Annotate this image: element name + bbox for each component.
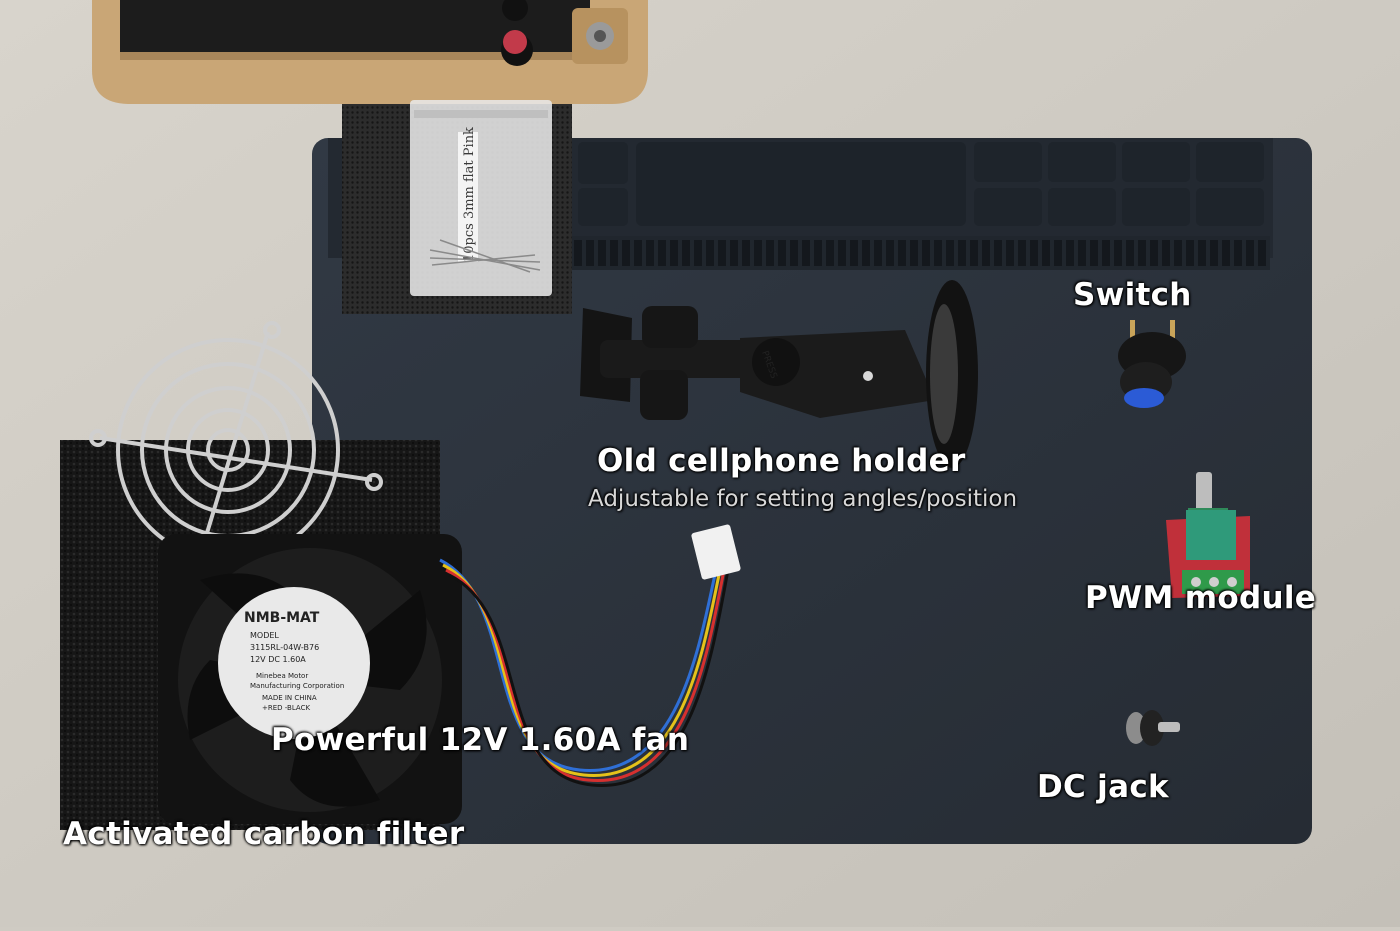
mat-grid-cell (826, 240, 834, 266)
mat-grid-cell (862, 240, 870, 266)
mat-grid-cell (1054, 240, 1062, 266)
mat-grid-cell (1090, 240, 1098, 266)
dc-jack-label: DC jack (1037, 769, 1169, 805)
cellphone-holder-sublabel: Adjustable for setting angles/position (588, 486, 1018, 512)
dc-jack-graphic (1126, 710, 1180, 746)
mat-grid-cell (790, 240, 798, 266)
mat-grid-cell (838, 240, 846, 266)
mat-grid-cell (694, 240, 702, 266)
carbon-filter-label: Activated carbon filter (63, 816, 465, 852)
mat-grid-cell (586, 240, 594, 266)
mat-grid-cell (682, 240, 690, 266)
mat-grid-cell (1078, 240, 1086, 266)
fan-sticker-line5: Manufacturing Corporation (250, 682, 344, 690)
mat-grid-cell (1246, 240, 1254, 266)
mat-grid-cell (910, 240, 918, 266)
silicone-work-mat (312, 138, 1312, 844)
mat-grid-cell (1150, 240, 1158, 266)
led-package-label: 10pcs 3mm flat Pink (462, 127, 477, 262)
mat-grid-cell (706, 240, 714, 266)
switch-graphic (1118, 320, 1186, 408)
cellphone-holder-label: Old cellphone holder (597, 443, 966, 479)
fan-sticker-line3: 12V DC 1.60A (250, 655, 306, 664)
mat-grid-cell (982, 240, 990, 266)
mat-grid-cell (1126, 240, 1134, 266)
mat-grid-cell (898, 240, 906, 266)
mat-grid-cell (946, 240, 954, 266)
mat-grid-cell (814, 240, 822, 266)
cellphone-holder-graphic: PRESS (580, 280, 978, 468)
mat-grid-cell (778, 240, 786, 266)
mat-grid-cell (646, 240, 654, 266)
fan-sticker-line6: MADE IN CHINA (262, 694, 317, 702)
mat-grid-cell (610, 240, 618, 266)
wooden-box (92, 0, 648, 104)
fan-graphic: NMB-MAT MODEL 3115RL-04W-B76 12V DC 1.60… (158, 534, 462, 824)
mat-grid-cell (658, 240, 666, 266)
mat-grid-cell (922, 240, 930, 266)
mat-grid-cell (886, 240, 894, 266)
fan-sticker-brand: NMB-MAT (244, 610, 320, 626)
mat-grid-cell (718, 240, 726, 266)
mat-grid-cell (730, 240, 738, 266)
pwm-module-graphic (1166, 472, 1250, 598)
mat-grid-cell (970, 240, 978, 266)
mat-grid-cell (766, 240, 774, 266)
mat-grid-cell (1030, 240, 1038, 266)
mat-grid-cell (1018, 240, 1026, 266)
mat-grid-cell (670, 240, 678, 266)
mat-grid-cell (598, 240, 606, 266)
mat-grid-cell (1186, 240, 1194, 266)
mat-grid-cell (958, 240, 966, 266)
mat-grid-cell (1162, 240, 1170, 266)
switch-label: Switch (1073, 277, 1192, 313)
mat-grid-cell (802, 240, 810, 266)
mat-grid-cell (574, 240, 582, 266)
pwm-module-label: PWM module (1085, 580, 1317, 616)
mat-grid-cell (850, 240, 858, 266)
mat-grid-cell (1258, 240, 1266, 266)
mat-grid-cell (1198, 240, 1206, 266)
mat-grid-cell (934, 240, 942, 266)
mat-grid-cell (742, 240, 750, 266)
mat-grid-cell (1006, 240, 1014, 266)
mat-grid-cell (1138, 240, 1146, 266)
mat-grid-cell (994, 240, 1002, 266)
fan-sticker-line4: Minebea Motor (256, 672, 308, 680)
mat-grid-cell (1102, 240, 1110, 266)
led-package: 10pcs 3mm flat Pink (410, 100, 552, 296)
fan-connector (691, 524, 741, 580)
mat-grid-cell (622, 240, 630, 266)
mat-grid-cell (1066, 240, 1074, 266)
mat-grid-cell (1114, 240, 1122, 266)
mat-grid-cell (1174, 240, 1182, 266)
fan-sticker-line1: MODEL (250, 631, 279, 640)
mat-grid-cell (874, 240, 882, 266)
fan-label: Powerful 12V 1.60A fan (271, 722, 690, 758)
mat-grid-cell (634, 240, 642, 266)
mat-grid-cell (1042, 240, 1050, 266)
fan-wires (439, 558, 730, 787)
mat-grid-cell (754, 240, 762, 266)
fan-sticker-line7: +RED -BLACK (262, 704, 310, 712)
mat-grid-cell (1222, 240, 1230, 266)
mat-grid-cell (1234, 240, 1242, 266)
fan-sticker-line2: 3115RL-04W-B76 (250, 643, 319, 652)
mat-grid-cell (1210, 240, 1218, 266)
